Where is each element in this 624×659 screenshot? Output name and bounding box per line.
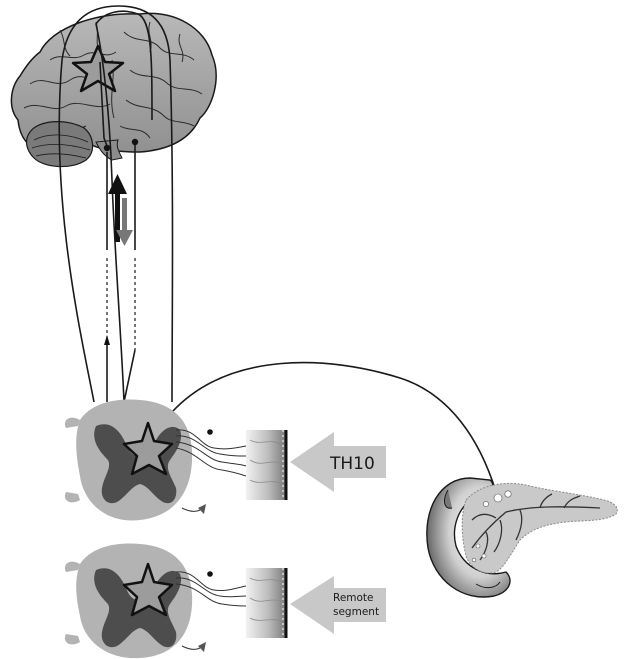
dermatome-skin-block-lower-icon — [246, 568, 286, 638]
dermatome-skin-block-upper-icon — [246, 430, 286, 500]
ascending-small-arrowhead — [104, 335, 110, 345]
remote-label-line2: segment — [333, 606, 379, 618]
spinal-cord-upper-icon — [65, 400, 192, 521]
th10-label: TH10 — [329, 454, 375, 474]
remote-label-line1: Remote — [333, 592, 374, 604]
spinal-cord-lower-icon — [65, 544, 192, 659]
pancreas-icon — [427, 478, 617, 597]
remote-segment-block-arrow-icon — [290, 576, 386, 634]
